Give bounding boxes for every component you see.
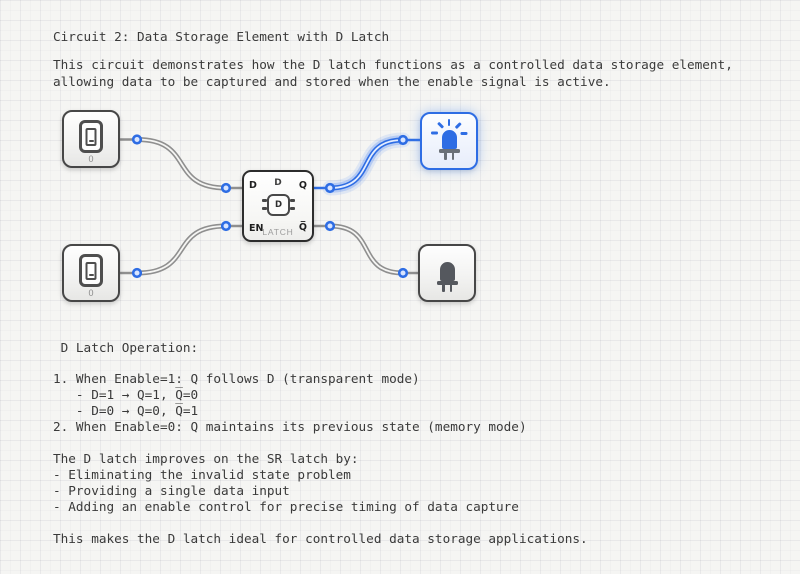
latch-pin-qbar: Q̅ bbox=[298, 222, 307, 233]
led-lit-icon bbox=[430, 118, 468, 164]
node-switch-bottom-out bbox=[131, 267, 143, 279]
led-unlit-icon bbox=[430, 250, 464, 296]
chip-icon: D bbox=[262, 194, 295, 216]
switch-value-label: 0 bbox=[88, 288, 94, 298]
led-top-lit[interactable] bbox=[420, 112, 478, 170]
circuit-description: This circuit demonstrates how the D latc… bbox=[53, 57, 733, 89]
toggle-switch-icon bbox=[79, 254, 103, 287]
node-led-top-in bbox=[397, 134, 409, 146]
operation-header: D Latch Operation: bbox=[53, 340, 199, 355]
improvements-list: The D latch improves on the SR latch by:… bbox=[53, 451, 519, 514]
latch-type-label: D bbox=[274, 178, 282, 188]
latch-name-label: LATCH bbox=[262, 227, 294, 237]
node-switch-top-out bbox=[131, 134, 143, 145]
wire-switch-bottom-to-en bbox=[134, 223, 229, 276]
latch-pin-q: Q bbox=[298, 180, 307, 191]
switch-value-label: 0 bbox=[88, 154, 94, 164]
conclusion-text: This makes the D latch ideal for control… bbox=[53, 531, 588, 546]
node-latch-d-in bbox=[220, 182, 232, 194]
latch-pin-en: EN bbox=[249, 223, 264, 234]
toggle-switch-bottom[interactable]: 0 bbox=[62, 244, 120, 302]
node-led-bottom-in bbox=[397, 267, 409, 279]
node-latch-qbar-out bbox=[324, 220, 336, 232]
led-bottom-unlit[interactable] bbox=[418, 244, 476, 302]
node-latch-q-out bbox=[324, 182, 336, 194]
wire-q-to-led-top bbox=[322, 132, 411, 196]
toggle-switch-top[interactable]: 0 bbox=[62, 110, 120, 168]
node-latch-en-in bbox=[220, 220, 232, 232]
page-title: Circuit 2: Data Storage Element with D L… bbox=[53, 29, 390, 44]
chip-letter: D bbox=[274, 200, 283, 210]
latch-pin-d: D bbox=[249, 180, 257, 191]
wire-qbar-to-led-bottom bbox=[327, 223, 406, 276]
d-latch-component[interactable]: D D Q EN Q̅ LATCH D bbox=[242, 170, 314, 242]
toggle-switch-icon bbox=[79, 120, 103, 153]
wire-switch-top-to-d bbox=[134, 137, 229, 191]
operation-list: 1. When Enable=1: Q follows D (transpare… bbox=[53, 371, 527, 434]
